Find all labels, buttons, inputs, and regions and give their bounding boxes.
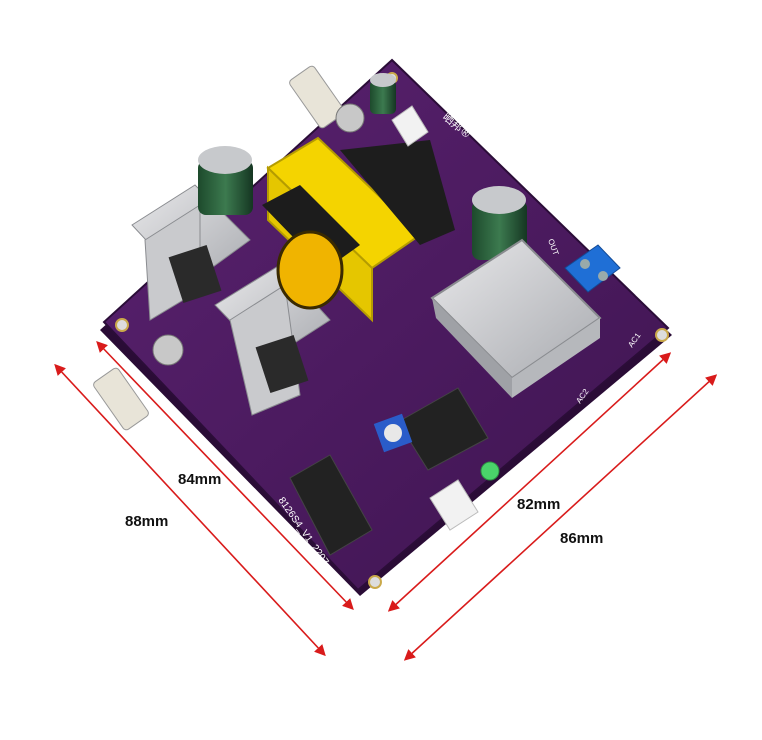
terminal-block	[564, 244, 621, 293]
transformer	[262, 136, 455, 323]
arrow-outer-right	[403, 374, 718, 661]
capacitor-large-1	[198, 146, 253, 215]
arrow-outer-left	[54, 363, 326, 657]
capacitor-small-top	[370, 73, 396, 114]
led-green	[480, 461, 500, 481]
dimension-label-82mm: 82mm	[517, 496, 561, 513]
dimension-label-86mm: 86mm	[560, 530, 604, 547]
connector-top-white	[391, 105, 429, 147]
heatsink-left-1	[131, 184, 251, 321]
screw-post-top	[289, 65, 365, 133]
dimension-label-88mm: 88mm	[125, 513, 169, 530]
dimension-label-84mm: 84mm	[178, 471, 222, 488]
